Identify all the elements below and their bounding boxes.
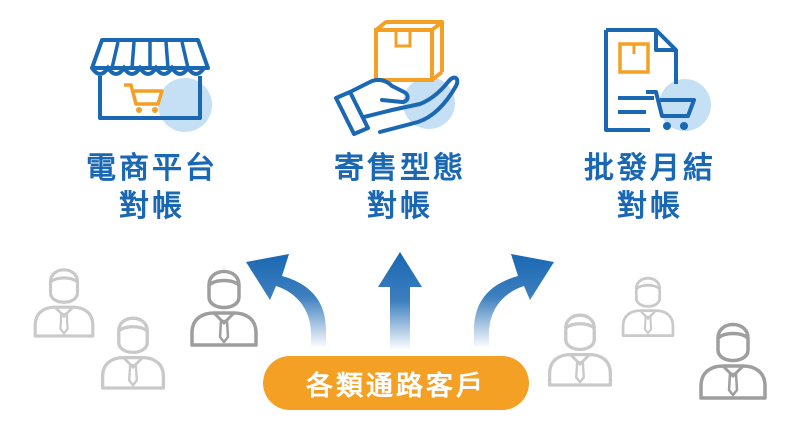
category-label-consignment: 寄售型態 對帳 [300, 150, 500, 226]
arrow-center-icon [378, 252, 422, 350]
channel-customers-label: 各類通路客戶 [306, 370, 486, 402]
hand-holding-box-icon [334, 20, 460, 136]
customer-person-icon [100, 316, 166, 390]
category-title-line1: 電商平台 [86, 151, 218, 186]
category-label-wholesale: 批發月結 對帳 [550, 150, 750, 226]
storefront-cart-icon [90, 38, 212, 132]
customer-person-icon [699, 322, 767, 400]
category-title-line1: 批發月結 [584, 151, 716, 186]
arrow-left-icon [246, 254, 326, 348]
category-label-ecommerce: 電商平台 對帳 [52, 150, 252, 226]
customer-person-icon [547, 313, 613, 387]
arrow-right-icon [474, 254, 554, 348]
category-title-line2: 對帳 [367, 189, 433, 224]
category-title-line1: 寄售型態 [334, 151, 466, 186]
invoice-cart-icon [604, 28, 711, 132]
customer-person-icon [33, 268, 95, 338]
category-title-line2: 對帳 [119, 189, 185, 224]
customer-person-icon [621, 276, 675, 337]
category-title-line2: 對帳 [617, 189, 683, 224]
customer-person-icon [190, 269, 258, 347]
channel-customers-badge: 各類通路客戶 [263, 356, 529, 410]
